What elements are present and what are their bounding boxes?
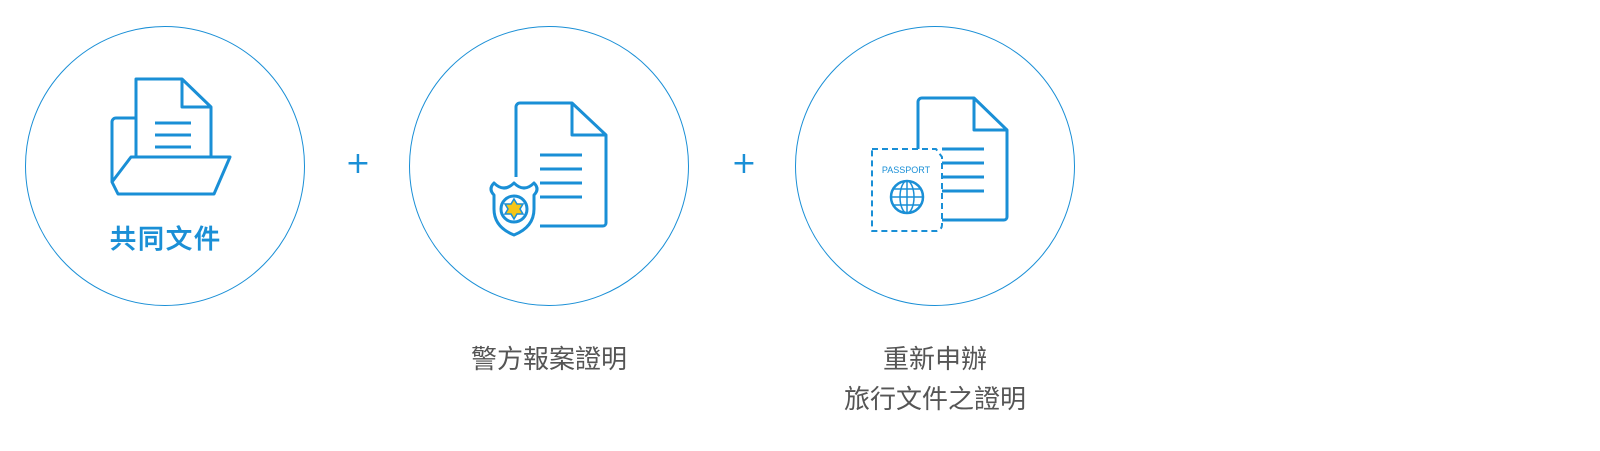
travel-document-circle: PASSPORT — [795, 26, 1075, 306]
police-badge-document-icon — [489, 101, 608, 237]
plus-separator: + — [731, 146, 757, 181]
passport-text: PASSPORT — [882, 165, 931, 175]
police-report-label: 警方報案證明 — [470, 345, 627, 375]
plus-separator: + — [345, 146, 371, 181]
police-report-circle — [409, 26, 689, 306]
travel-document-label-line1: 重新申辦 — [882, 345, 987, 375]
passport-document-icon: PASSPORT — [871, 96, 1009, 232]
travel-document-label-line2: 旅行文件之證明 — [843, 385, 1026, 415]
common-documents-circle: 共同文件 — [25, 26, 305, 306]
common-documents-label: 共同文件 — [109, 225, 222, 255]
folder-document-icon — [110, 77, 232, 196]
